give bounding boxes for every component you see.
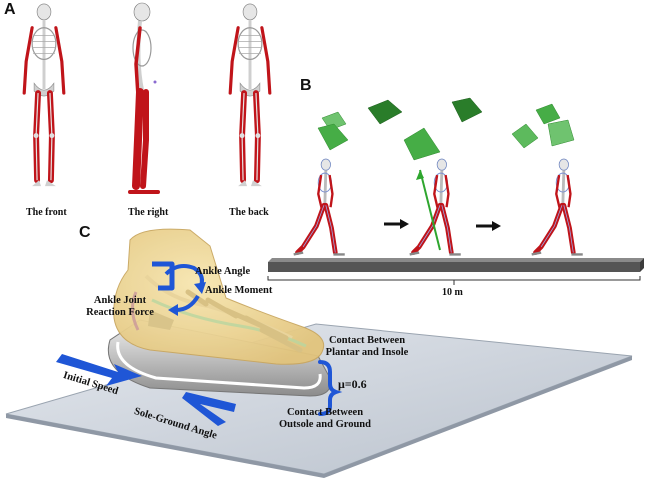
label-ankle-joint-line2: Reaction Force: [86, 307, 154, 318]
label-contact-plantar-line1: Contact Between: [328, 335, 406, 346]
label-contact-plantar-insole: Contact Between Plantar and Insole: [312, 335, 422, 359]
skeleton-front-view: [24, 4, 64, 186]
label-ankle-angle: Ankle Angle: [195, 266, 251, 277]
walker-second: [410, 159, 461, 254]
label-friction-coefficient: μ=0.6: [338, 377, 367, 391]
caption-back-view: The back: [229, 207, 269, 218]
label-ankle-moment: Ankle Moment: [205, 285, 273, 296]
label-contact-outsole-line2: Outsole and Ground: [278, 419, 371, 430]
walkway-distance-label: 10 m: [442, 287, 463, 298]
direction-arrow-1: [384, 219, 409, 229]
panel-label-a: A: [4, 1, 16, 18]
label-ankle-joint-line1: Ankle Joint: [93, 295, 147, 306]
motion-capture-markers: [317, 97, 575, 161]
contact-brace: [318, 360, 343, 416]
skeleton-right-view: [128, 2, 160, 194]
walker-third: [532, 159, 583, 254]
skeleton-back-view: [230, 4, 270, 186]
ankle-joint-force-arrow: [152, 261, 175, 291]
label-ankle-joint-reaction-force: Ankle Joint Reaction Force: [72, 295, 168, 319]
walker-first: [294, 159, 345, 254]
label-contact-outsole-ground: Contact Between Outsole and Ground: [270, 407, 380, 431]
direction-arrow-2: [476, 221, 501, 231]
caption-front-view: The front: [26, 207, 67, 218]
panel-label-c: C: [79, 224, 91, 241]
walkway: [267, 258, 644, 285]
label-contact-plantar-line2: Plantar and Insole: [325, 347, 409, 358]
ankle-moment-arrow: [168, 294, 200, 316]
sole-ground-angle-symbol: [182, 392, 236, 426]
panel-label-b: B: [300, 77, 312, 94]
initial-speed-arrow: [56, 354, 142, 386]
label-contact-outsole-line1: Contact Between: [286, 407, 364, 418]
caption-right-view: The right: [128, 207, 169, 218]
